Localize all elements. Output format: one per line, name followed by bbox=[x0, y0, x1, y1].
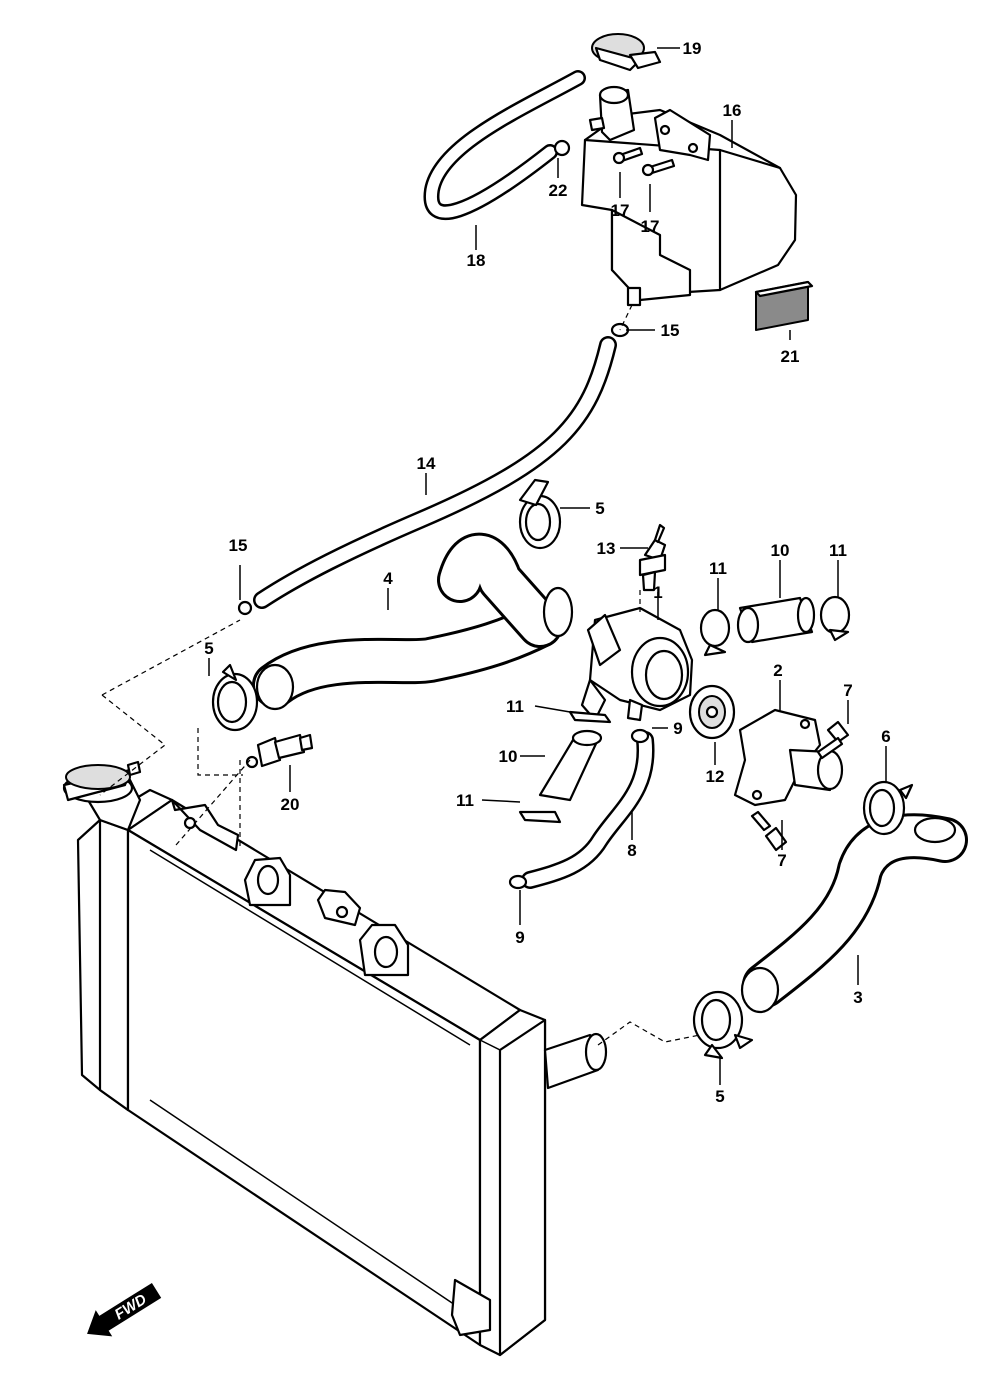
tank-screws bbox=[612, 146, 676, 177]
callout-21: 21 bbox=[781, 347, 800, 366]
callout-11-right-b: 11 bbox=[829, 541, 847, 560]
thermostat-housing-1 bbox=[580, 606, 694, 722]
callout-15-right: 15 bbox=[661, 321, 680, 340]
callout-11-left-b: 11 bbox=[456, 791, 474, 810]
callout-11-right-a: 11 bbox=[709, 559, 727, 578]
hose-clamps bbox=[211, 139, 914, 1060]
thermostat-cover-2 bbox=[733, 708, 844, 807]
callout-2: 2 bbox=[773, 661, 782, 680]
reservoir-tank bbox=[580, 85, 798, 307]
thermostat-12 bbox=[688, 684, 736, 740]
callout-19: 19 bbox=[683, 39, 702, 58]
callout-11-left-a: 11 bbox=[506, 697, 524, 716]
short-hose-10-left bbox=[538, 729, 603, 802]
upper-hose-4 bbox=[252, 532, 574, 711]
callout-7-lower: 7 bbox=[777, 851, 786, 870]
bolts-7 bbox=[750, 720, 850, 852]
callout-5-top: 5 bbox=[595, 499, 604, 518]
callout-7-upper: 7 bbox=[843, 681, 852, 700]
callout-8: 8 bbox=[627, 841, 636, 860]
reservoir-cap bbox=[591, 33, 662, 72]
callout-4: 4 bbox=[383, 569, 393, 588]
overflow-hose-18 bbox=[423, 70, 586, 221]
callout-10-left: 10 bbox=[499, 747, 518, 766]
callout-13: 13 bbox=[597, 539, 616, 558]
hose-14 bbox=[253, 336, 617, 609]
lower-hose-3 bbox=[740, 813, 968, 1014]
leader-lines bbox=[208, 47, 887, 1085]
callout-12: 12 bbox=[706, 767, 725, 786]
callout-22: 22 bbox=[549, 181, 568, 200]
short-hose-10-right bbox=[736, 596, 816, 644]
sensor-20 bbox=[245, 733, 314, 769]
routing-dashes bbox=[99, 304, 701, 1046]
callout-3: 3 bbox=[853, 988, 862, 1007]
callout-1: 1 bbox=[653, 583, 662, 602]
callout-5-left: 5 bbox=[204, 639, 213, 658]
callout-labels: 1 2 3 4 5 5 5 6 7 7 8 9 9 10 10 11 11 11… bbox=[204, 39, 890, 1106]
callout-14: 14 bbox=[417, 454, 436, 473]
callout-17-left: 17 bbox=[611, 201, 630, 220]
sensor-13 bbox=[638, 523, 667, 592]
callout-17-right: 17 bbox=[641, 217, 660, 236]
callout-6: 6 bbox=[881, 727, 890, 746]
label-pad bbox=[754, 280, 814, 331]
callout-10-right: 10 bbox=[771, 541, 790, 560]
callout-15-left: 15 bbox=[229, 536, 248, 555]
callout-5-bottom: 5 bbox=[715, 1087, 724, 1106]
radiator bbox=[62, 760, 608, 1357]
fwd-arrow: FWD bbox=[87, 1282, 162, 1337]
bypass-hose-8 bbox=[521, 731, 655, 889]
callout-9-lower: 9 bbox=[515, 928, 524, 947]
callout-16: 16 bbox=[723, 101, 742, 120]
callout-9-upper: 9 bbox=[673, 719, 682, 738]
callout-18: 18 bbox=[467, 251, 486, 270]
callout-20: 20 bbox=[281, 795, 300, 814]
